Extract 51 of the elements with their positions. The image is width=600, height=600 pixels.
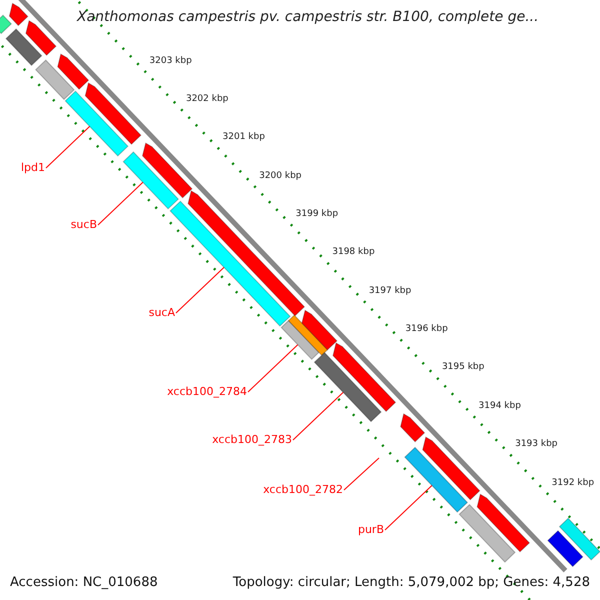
gene-block	[142, 142, 193, 198]
gene-label: xccb100_2782	[263, 484, 343, 495]
scale-label: 3196 kbp	[405, 325, 448, 334]
leader-line	[98, 182, 144, 226]
scale-label: 3203 kbp	[149, 56, 192, 66]
gene-block	[5, 28, 42, 66]
gene-block	[64, 90, 129, 157]
leader-line	[384, 485, 432, 530]
gene-block	[288, 314, 328, 356]
scale-label: 3198 kbp	[332, 248, 375, 258]
gene-block	[314, 352, 382, 422]
gene-block	[422, 436, 480, 500]
gene-block	[8, 2, 28, 26]
scale-label: 3202 kbp	[186, 94, 228, 104]
gene-label: sucA	[148, 307, 175, 318]
gene-block	[84, 82, 142, 145]
gene-block	[122, 151, 179, 210]
scale-label: 3195 kbp	[442, 363, 484, 372]
leader-line	[248, 344, 298, 392]
gene-block	[404, 446, 468, 513]
leader-line	[344, 458, 380, 490]
gene-label: sucB	[70, 219, 97, 230]
scale-label: 3199 kbp	[296, 210, 338, 219]
accession-text: Accession: NC_010688	[10, 576, 158, 589]
scale-label: 3201 kbp	[222, 133, 265, 142]
leader-line	[46, 126, 90, 168]
gene-block	[400, 413, 426, 442]
gene-label: lpd1	[20, 162, 45, 173]
title: Xanthomonas campestris pv. campestris str. B100, complete ge...	[77, 10, 539, 24]
gene-block	[458, 504, 516, 563]
gene-block	[558, 518, 600, 561]
gene-block	[332, 342, 396, 412]
scale-label: 3192 kbp	[552, 478, 594, 488]
gene-block	[301, 310, 338, 350]
gene-label: purB	[358, 524, 384, 535]
gene-block	[476, 494, 530, 552]
scale-label: 3193 kbp	[515, 440, 558, 450]
gene-block	[25, 20, 57, 56]
gene-block	[280, 320, 320, 360]
gene-block	[35, 59, 75, 100]
gene-block	[0, 14, 12, 34]
scale-label: 3194 kbp	[478, 402, 521, 411]
genome-info-text: Topology: circular; Length: 5,079,002 bp; Genes: 4,528	[232, 576, 590, 589]
gene-block	[57, 53, 90, 90]
leader-line	[292, 392, 344, 440]
gene-label: xccb100_2784	[167, 386, 247, 397]
scale-label: 3200 kbp	[259, 172, 302, 181]
scale-label: 3197 kbp	[368, 286, 412, 296]
gene-block	[547, 530, 584, 568]
leader-line	[176, 266, 224, 314]
gene-label: xccb100_2783	[212, 434, 292, 445]
